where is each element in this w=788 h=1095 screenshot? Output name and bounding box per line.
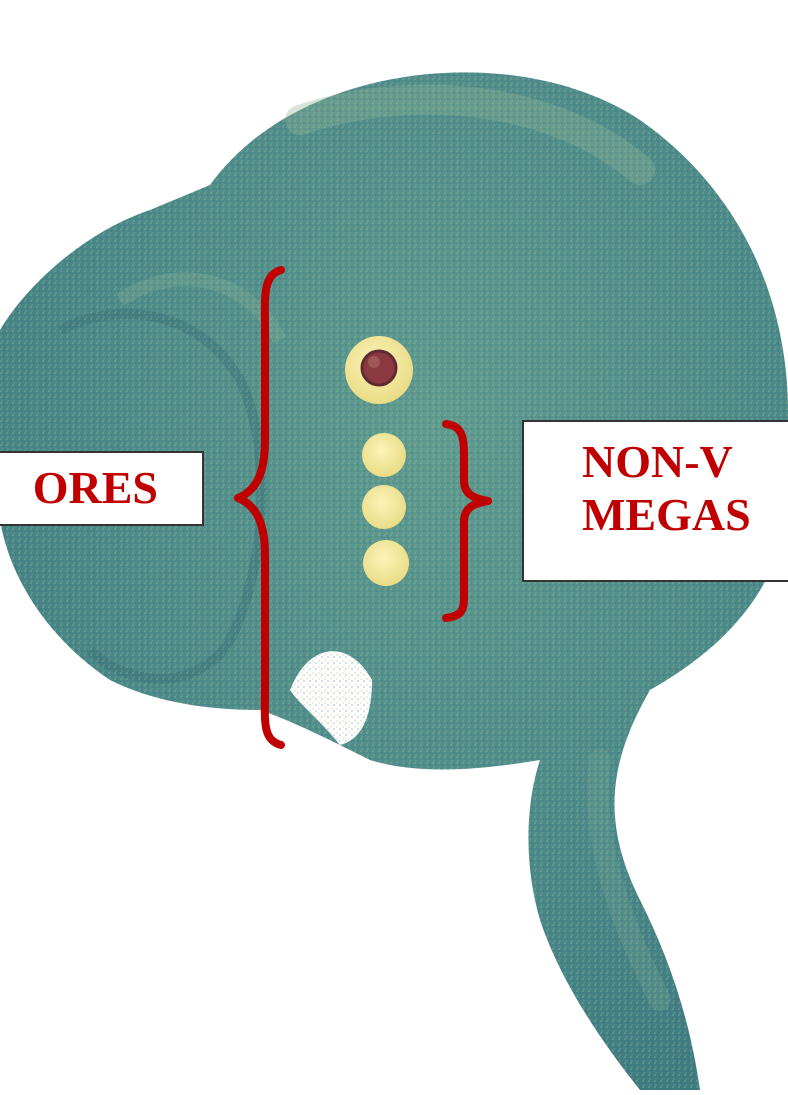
non-viable-label-line1: NON-V xyxy=(582,436,788,489)
megaspores-label: ORES xyxy=(0,451,204,526)
megaspore-nucleus xyxy=(362,351,396,385)
megaspores-label-text: ORES xyxy=(33,462,158,515)
non-viable-megaspores-label: NON-V MEGAS xyxy=(522,420,788,582)
non-viable-megaspore xyxy=(362,485,406,529)
non-viable-megaspore xyxy=(362,433,406,477)
non-viable-megaspore xyxy=(363,540,409,586)
non-viable-label-line2: MEGAS xyxy=(582,489,788,542)
